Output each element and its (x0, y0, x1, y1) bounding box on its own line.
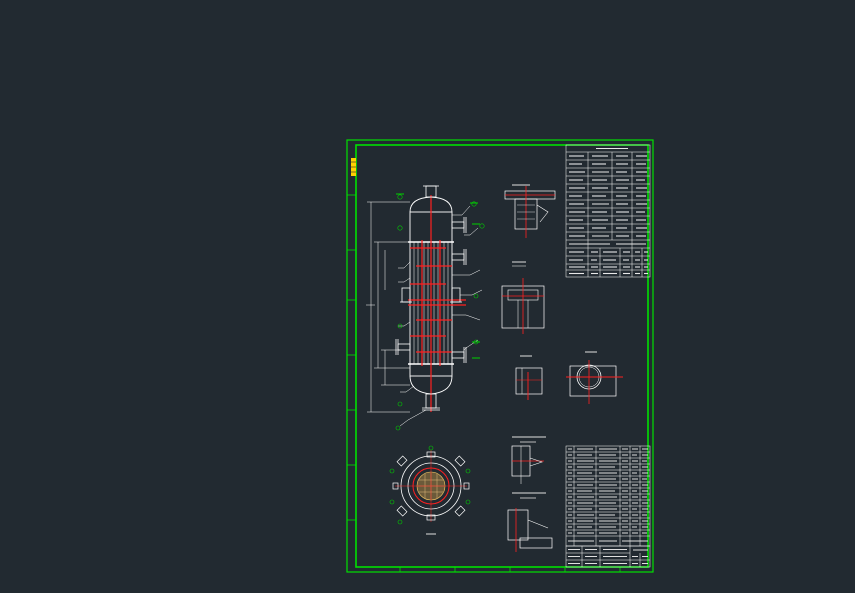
heat-exchanger-elevation-view (366, 185, 485, 431)
title-block (565, 545, 651, 568)
technical-requirements-table (565, 144, 651, 278)
overall-dimension-lines (366, 201, 410, 413)
technical-requirements-text-marks (569, 147, 648, 275)
sheet-corner-stamp (351, 158, 356, 176)
title-block-text-marks (568, 549, 648, 564)
tube-bundle (413, 242, 449, 364)
plan-centerlines (395, 450, 467, 522)
sheet-outer-border (346, 139, 654, 573)
detail-view-2 (501, 261, 545, 334)
drawing-sheet (346, 139, 654, 573)
detail-view-4 (566, 351, 623, 404)
part-callout-balloons (395, 194, 485, 431)
parts-list-text-marks (568, 448, 648, 542)
part-callout-leaders (398, 205, 483, 427)
sheet-inner-border (355, 144, 649, 568)
support-lugs (400, 287, 462, 303)
detail-view-1 (504, 184, 556, 238)
plan-callouts (389, 445, 471, 525)
detail-view-3 (515, 355, 543, 400)
nozzle-marks (396, 193, 480, 359)
detail-view-5 (511, 436, 546, 484)
baffle-plates (408, 195, 466, 412)
sheet-zone-ticks (347, 194, 621, 572)
heat-exchanger-plan-view (389, 445, 471, 535)
detail-view-6 (507, 492, 553, 552)
plan-nozzles (392, 451, 470, 521)
